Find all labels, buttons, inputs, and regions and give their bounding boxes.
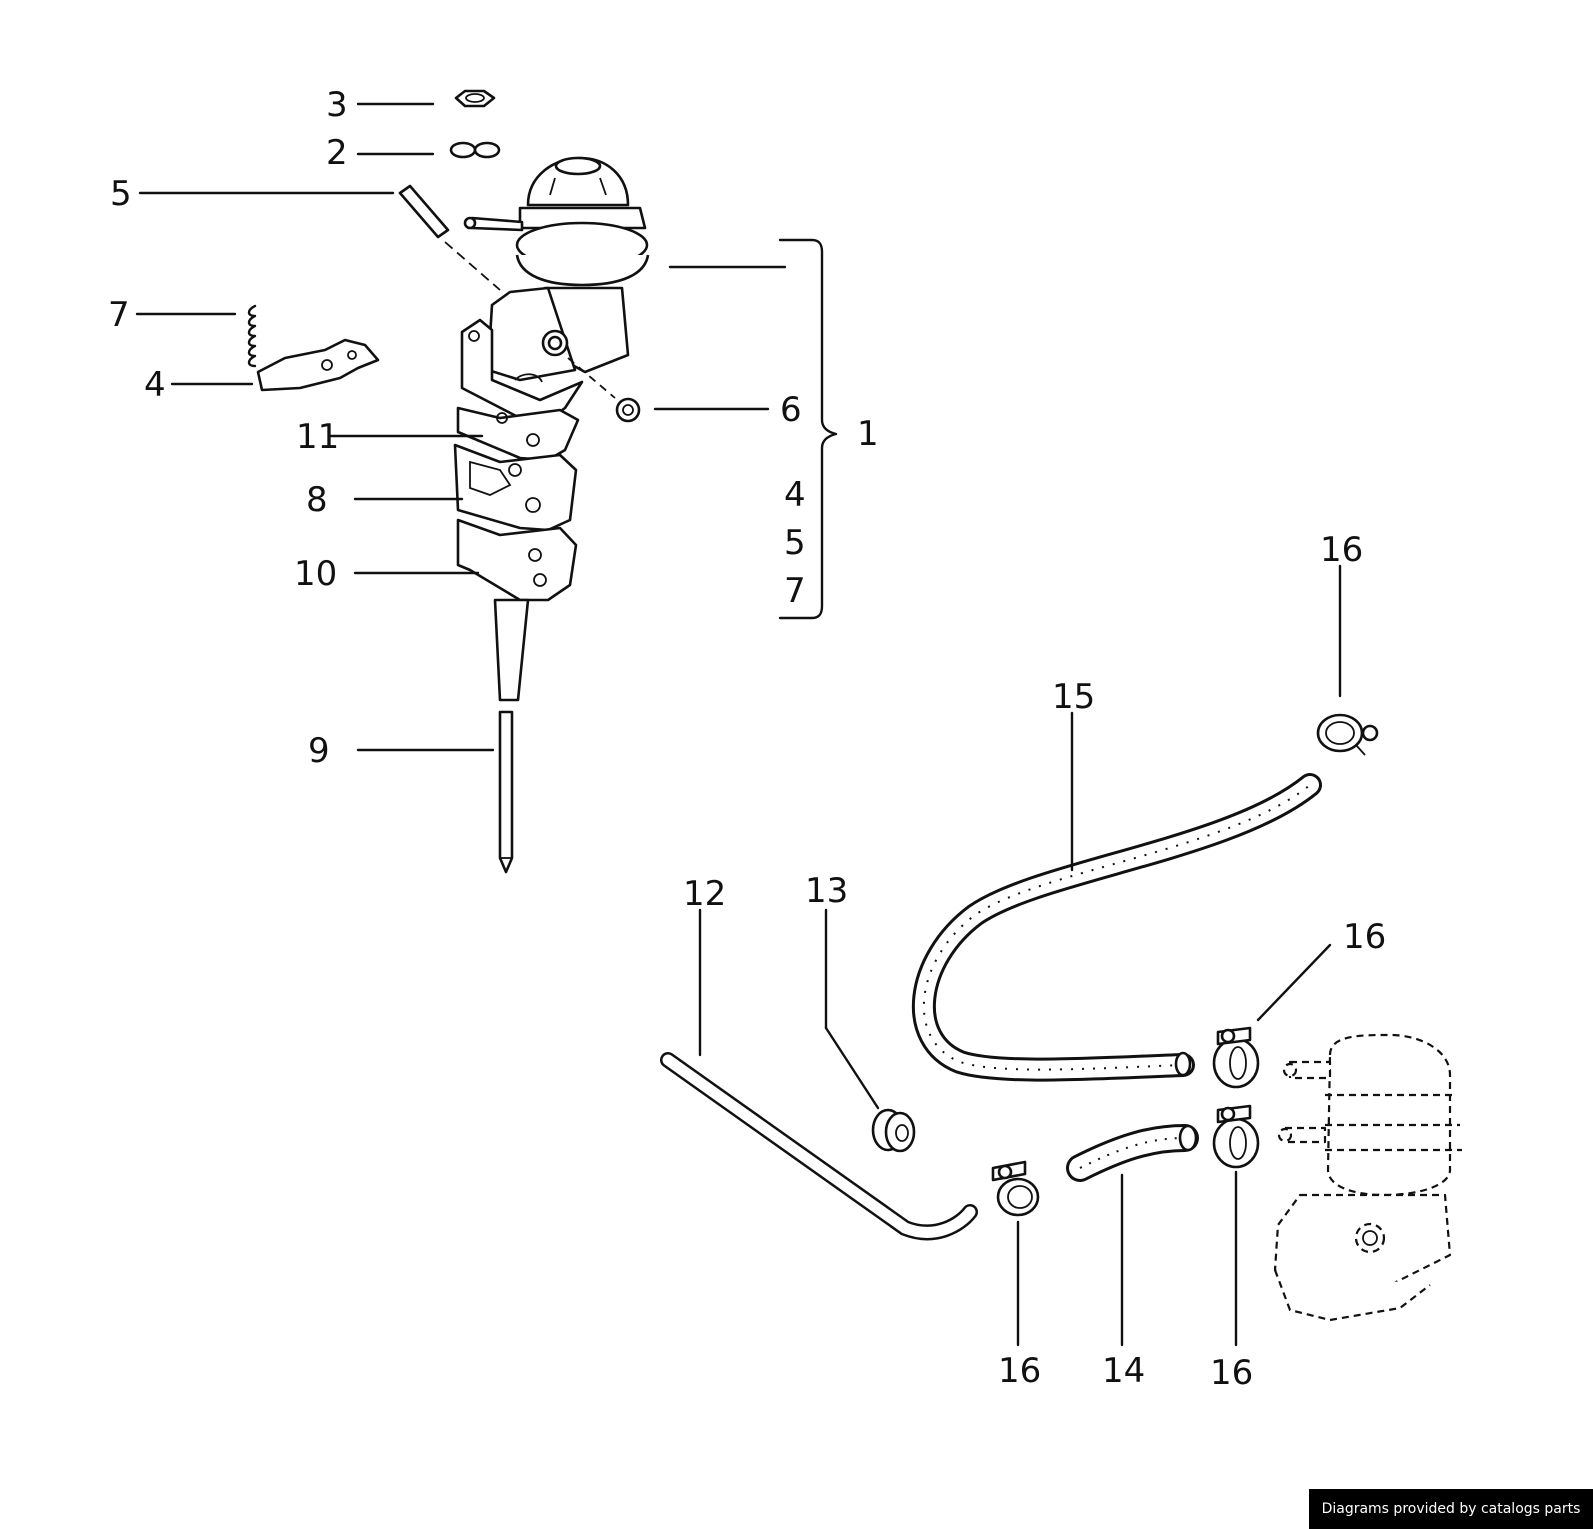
callout-9: 9 [308, 731, 330, 771]
callout-2: 2 [326, 133, 348, 173]
callout-3: 3 [326, 85, 348, 125]
hose-clamp-mid-upper [1212, 1026, 1260, 1089]
lever-bracket [256, 338, 380, 392]
hex-nut [454, 89, 496, 108]
callout-16-right: 16 [1210, 1353, 1253, 1393]
spring [247, 304, 257, 368]
callout-5-kit: 5 [784, 523, 806, 563]
leader-lines [135, 102, 1342, 1347]
vacuum-advance-unit [460, 156, 650, 422]
callout-4-kit: 4 [784, 475, 806, 515]
callout-4: 4 [144, 365, 166, 405]
gasket-stack [453, 406, 580, 602]
callout-15: 15 [1052, 677, 1095, 717]
hose-clamp-mid-lower [1212, 1104, 1260, 1169]
callout-8: 8 [306, 480, 328, 520]
callout-7: 7 [108, 295, 130, 335]
callout-11: 11 [296, 417, 339, 457]
callout-12: 12 [683, 874, 726, 914]
callout-1: 1 [857, 414, 879, 454]
callout-labels: 3 2 5 7 4 11 8 10 6 1 4 5 7 9 16 15 12 1… [108, 85, 1386, 1393]
callout-7-kit: 7 [784, 571, 806, 611]
vacuum-hose-short [1066, 1124, 1199, 1182]
hose-clamp-left [991, 1160, 1040, 1217]
callout-10: 10 [294, 554, 337, 594]
circlip [567, 357, 641, 423]
callout-14: 14 [1102, 1351, 1145, 1391]
pull-rod [493, 598, 530, 874]
credit-banner: Diagrams provided by catalogs parts [1309, 1489, 1593, 1529]
spring-washer [449, 141, 501, 159]
callout-16-top: 16 [1320, 530, 1363, 570]
pin [398, 184, 501, 291]
vacuum-tube [660, 1052, 978, 1241]
callout-13: 13 [805, 871, 848, 911]
grommet [871, 1108, 916, 1153]
vacuum-unit-outline [1273, 1033, 1462, 1322]
callout-6: 6 [780, 390, 802, 430]
vacuum-hose-long [911, 773, 1322, 1082]
callout-16-mid: 16 [1343, 917, 1386, 957]
hose-clamp-top [1316, 713, 1379, 756]
callout-5: 5 [110, 174, 132, 214]
callout-16-left: 16 [998, 1351, 1041, 1391]
